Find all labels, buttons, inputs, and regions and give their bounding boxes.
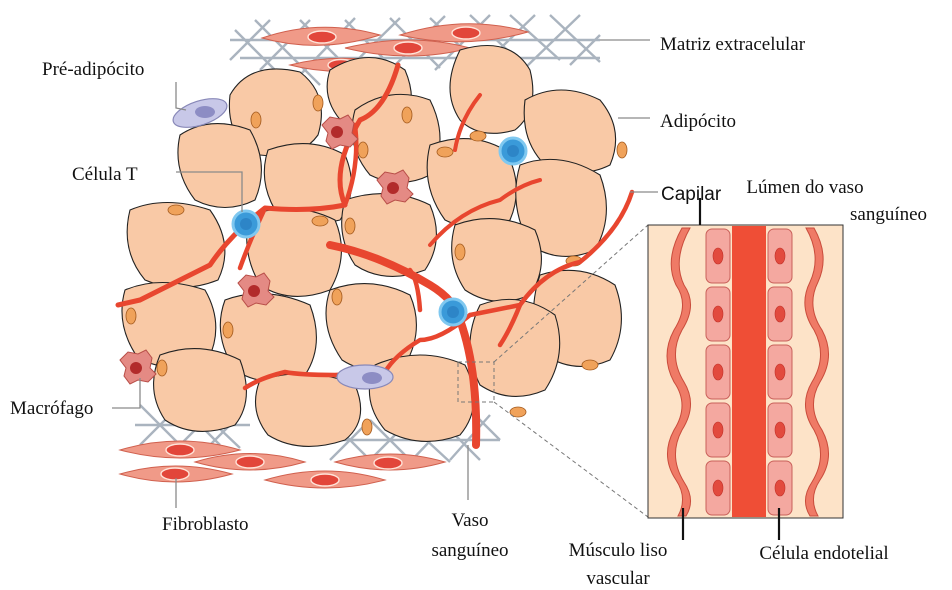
- preadipocyte-2: [337, 365, 393, 389]
- label-lumen-line2: sanguíneo: [850, 204, 927, 225]
- vessel-inset: [648, 225, 843, 518]
- label-capillary: Capilar: [661, 184, 722, 205]
- label-smooth-muscle-line2: vascular: [586, 568, 650, 589]
- label-endothelial: Célula endotelial: [759, 543, 888, 564]
- t-cell-1: [233, 211, 259, 237]
- endothelial-column-right: [768, 229, 792, 515]
- label-preadipocyte: Pré-adipócito: [42, 59, 144, 80]
- label-matrix: Matriz extracelular: [660, 34, 806, 55]
- label-macrophage: Macrófago: [10, 398, 93, 419]
- vessel-lumen: [732, 226, 766, 517]
- label-smooth-muscle-line1: Músculo liso: [569, 540, 668, 561]
- fibroblasts-bottom: [120, 441, 445, 488]
- t-cell-3: [440, 299, 466, 325]
- label-vessel-line2: sanguíneo: [431, 540, 508, 561]
- label-adipocyte: Adipócito: [660, 111, 736, 132]
- label-tcell: Célula T: [72, 164, 138, 185]
- t-cell-2: [500, 138, 526, 164]
- label-vessel-line1: Vaso: [452, 510, 489, 531]
- label-lumen-line1: Lúmen do vaso: [746, 177, 863, 198]
- endothelial-column-left: [706, 229, 730, 515]
- label-fibroblast: Fibroblasto: [162, 514, 249, 535]
